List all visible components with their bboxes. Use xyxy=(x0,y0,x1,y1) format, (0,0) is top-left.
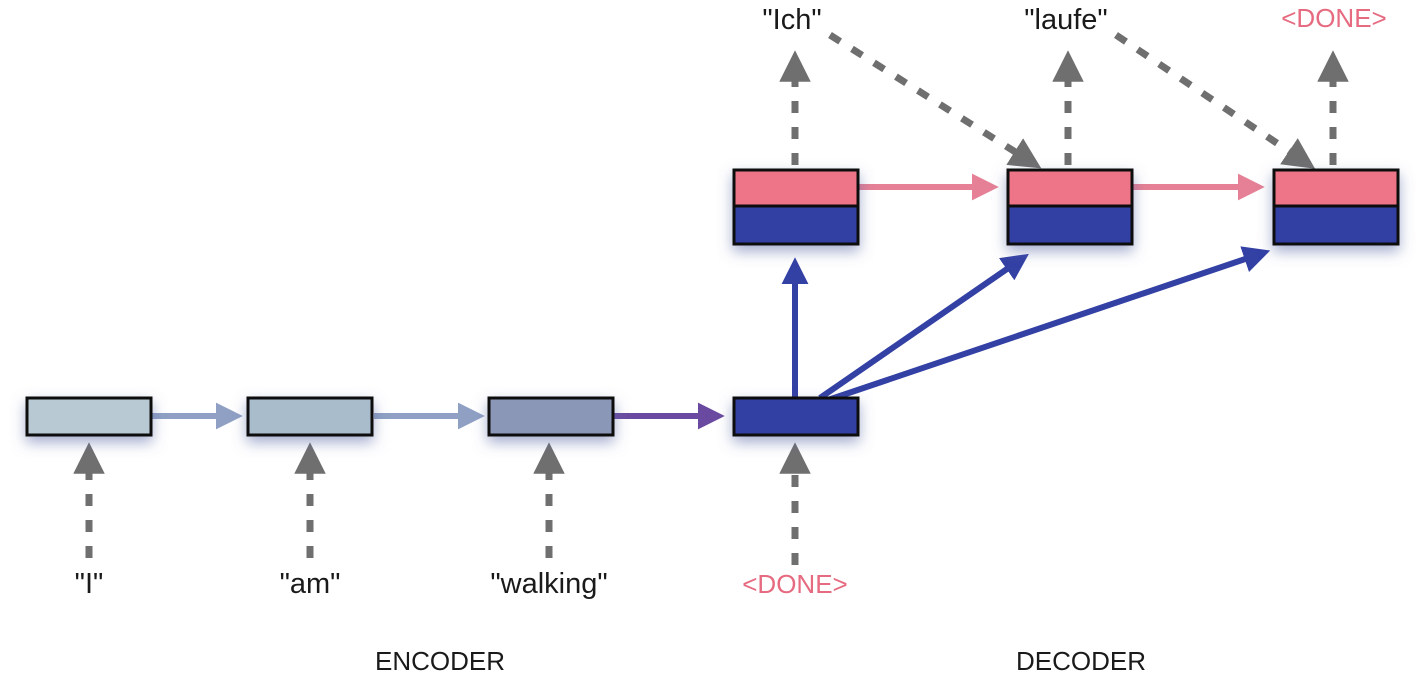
context-link-3 xyxy=(821,246,1271,405)
encoder-cells xyxy=(25,396,860,437)
decoder-input-token: <DONE> xyxy=(742,569,848,599)
output-arrows xyxy=(779,50,1349,165)
feedback-arrow-1 xyxy=(828,32,1042,169)
decoder-cell-3 xyxy=(1272,168,1400,246)
decoder-label: DECODER xyxy=(1016,646,1146,676)
decoder-cell-1 xyxy=(732,168,860,246)
context-link-2 xyxy=(818,253,1029,401)
input-arrows xyxy=(73,442,811,565)
context-links xyxy=(781,246,1271,405)
encoder-cell-3 xyxy=(487,396,615,437)
input-token-1: "I" xyxy=(75,568,104,600)
encoder-label: ENCODER xyxy=(375,646,505,676)
feedback-arrow-2 xyxy=(1114,32,1316,169)
input-labels: "I" "am" "walking" <DONE> xyxy=(75,568,848,600)
input-token-3: "walking" xyxy=(490,568,607,600)
decoder-cells xyxy=(732,168,1400,246)
output-token-3: <DONE> xyxy=(1281,3,1387,33)
encoder-cell-1 xyxy=(25,396,153,437)
decoder-cell-2 xyxy=(1006,168,1134,246)
input-token-2: "am" xyxy=(280,568,341,600)
context-cell xyxy=(732,396,860,437)
encoder-cell-2 xyxy=(246,396,374,437)
output-token-2: "laufe" xyxy=(1024,4,1107,36)
feedback-arrows xyxy=(828,32,1316,169)
output-labels: "Ich" "laufe" <DONE> xyxy=(762,3,1386,36)
output-token-1: "Ich" xyxy=(762,4,821,36)
